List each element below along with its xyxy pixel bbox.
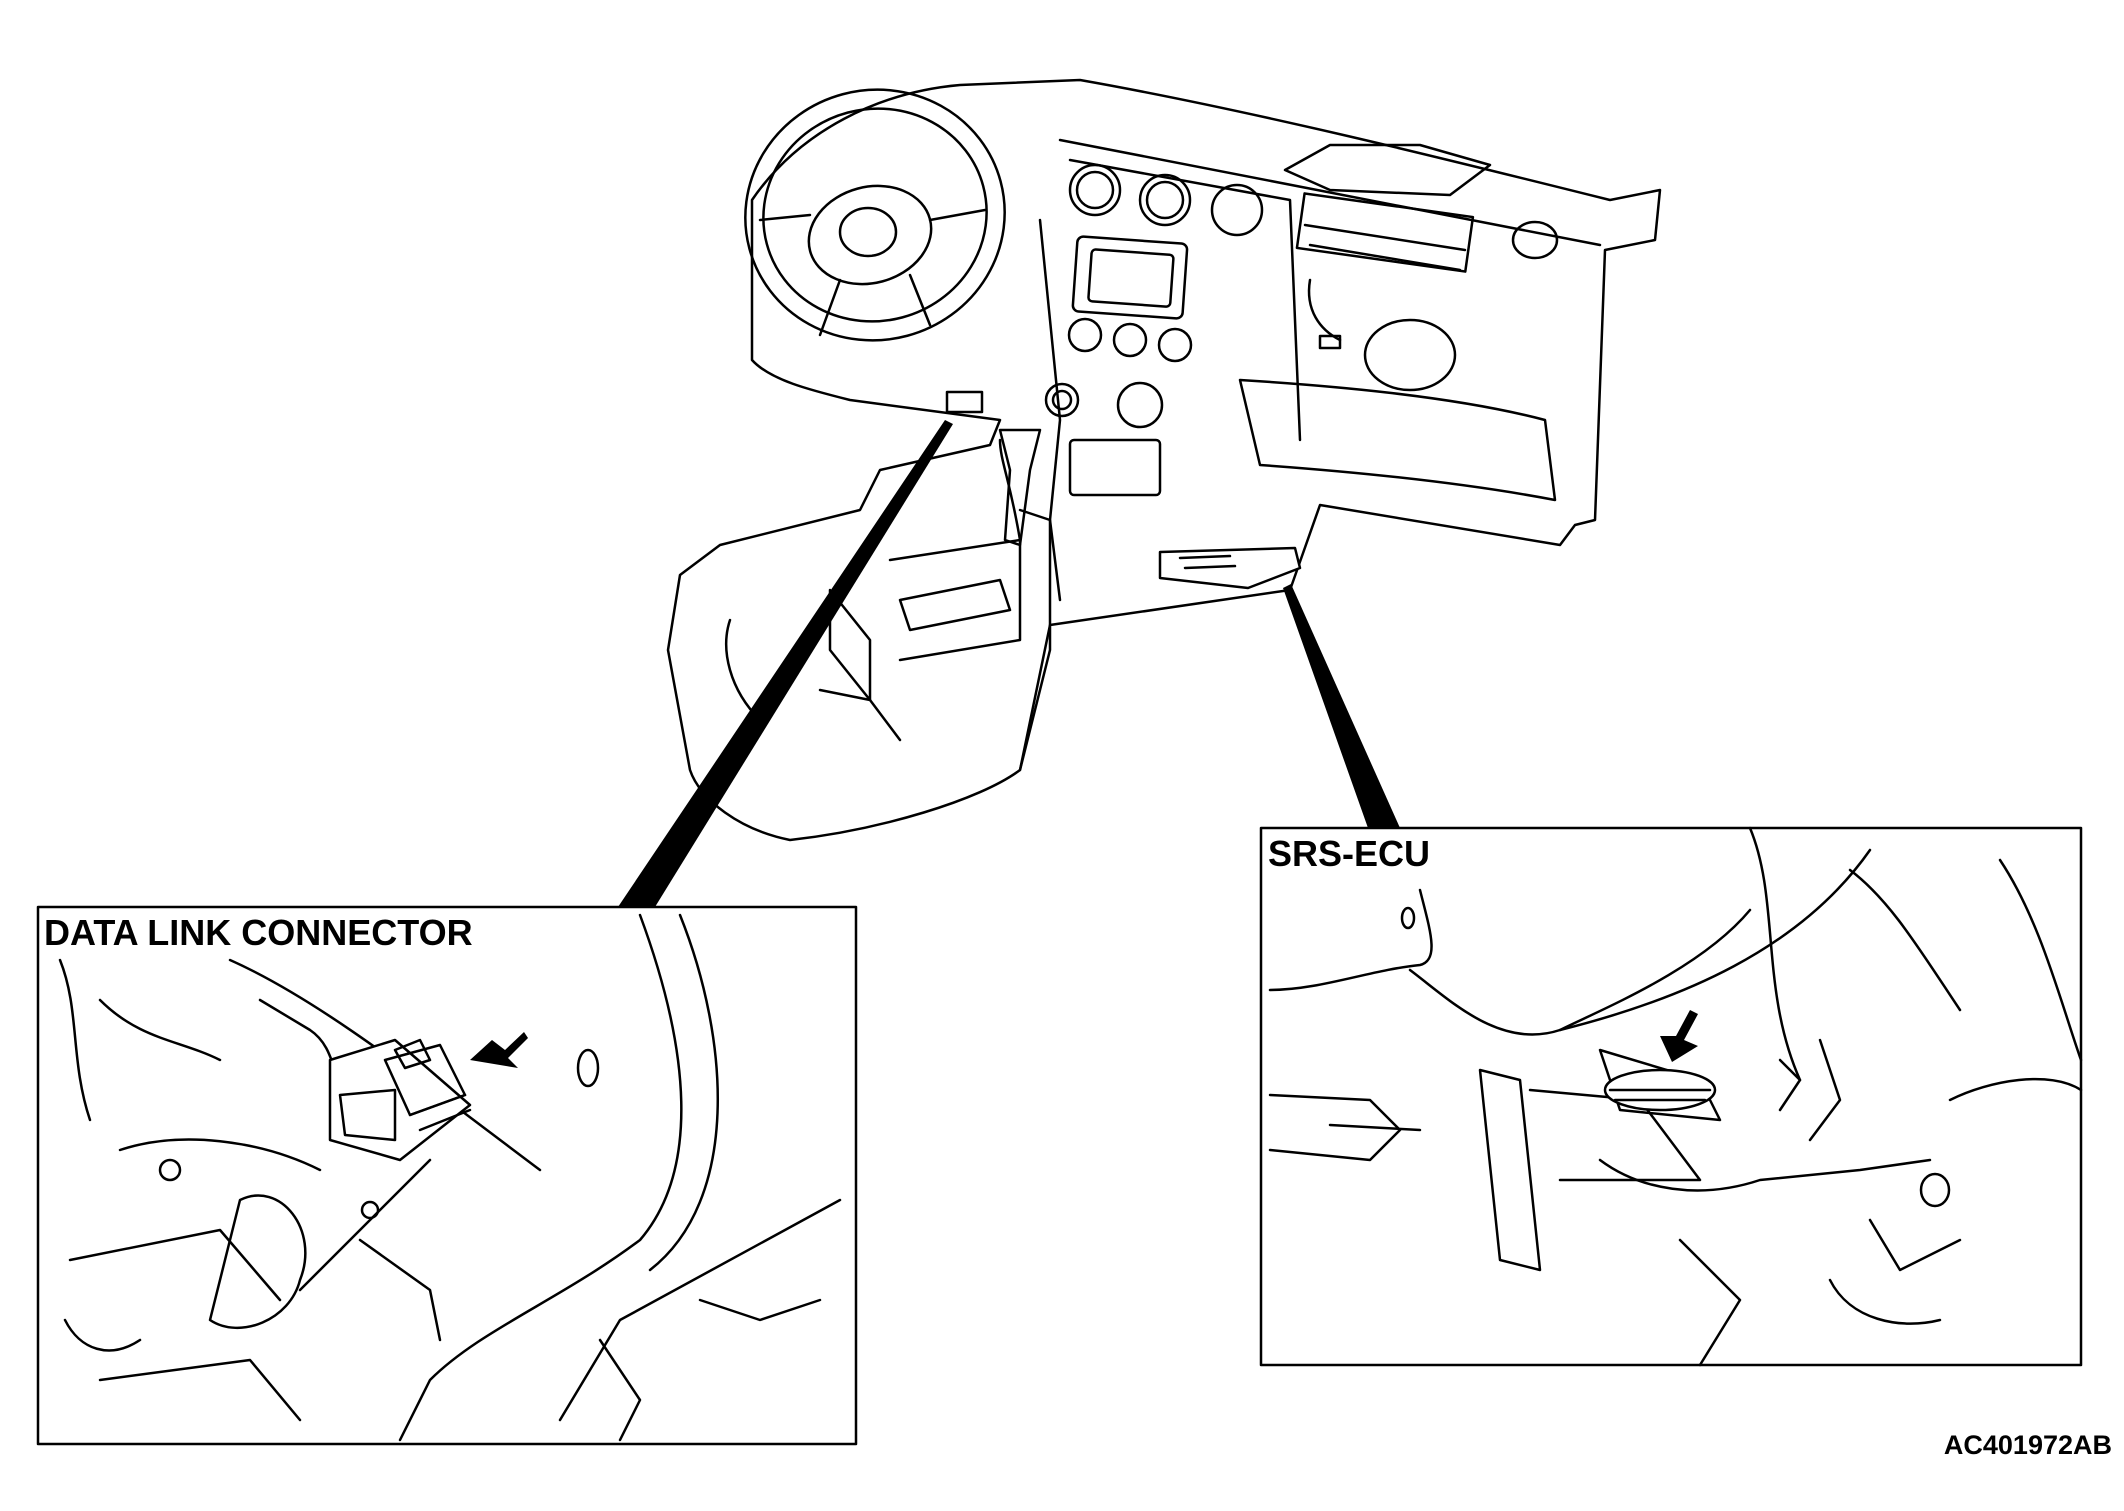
vent-center bbox=[1138, 173, 1192, 227]
data-link-connector bbox=[328, 1038, 472, 1162]
dashboard-outline bbox=[666, 78, 1662, 842]
srs-leader-wedge bbox=[1283, 584, 1400, 828]
dashboard-overview bbox=[666, 78, 1662, 842]
center-display bbox=[1071, 235, 1189, 320]
figure-code: AC401972AB bbox=[1943, 1430, 2112, 1460]
center-console bbox=[1018, 508, 1052, 772]
dlc-inset-frame bbox=[36, 905, 858, 1446]
srs-ecu-label: SRS-ECU bbox=[1268, 833, 1431, 874]
dlc-location-box bbox=[945, 390, 984, 414]
srs-ecu-location bbox=[1158, 546, 1302, 590]
dlc-arrow-icon bbox=[470, 1032, 528, 1068]
srs-ecu-inset bbox=[1259, 826, 2083, 1367]
dlc-leader-wedge bbox=[618, 420, 953, 907]
data-link-connector-label: DATA LINK CONNECTOR bbox=[44, 912, 473, 953]
airbag-panel bbox=[1283, 143, 1492, 197]
steering-wheel bbox=[744, 88, 1006, 342]
glove-box bbox=[1238, 378, 1557, 502]
vent-left bbox=[1068, 163, 1122, 217]
shift-lever bbox=[998, 428, 1042, 547]
vent-right bbox=[1210, 183, 1264, 237]
dlc-inset bbox=[36, 905, 858, 1446]
srs-arrow-icon bbox=[1660, 1010, 1698, 1062]
